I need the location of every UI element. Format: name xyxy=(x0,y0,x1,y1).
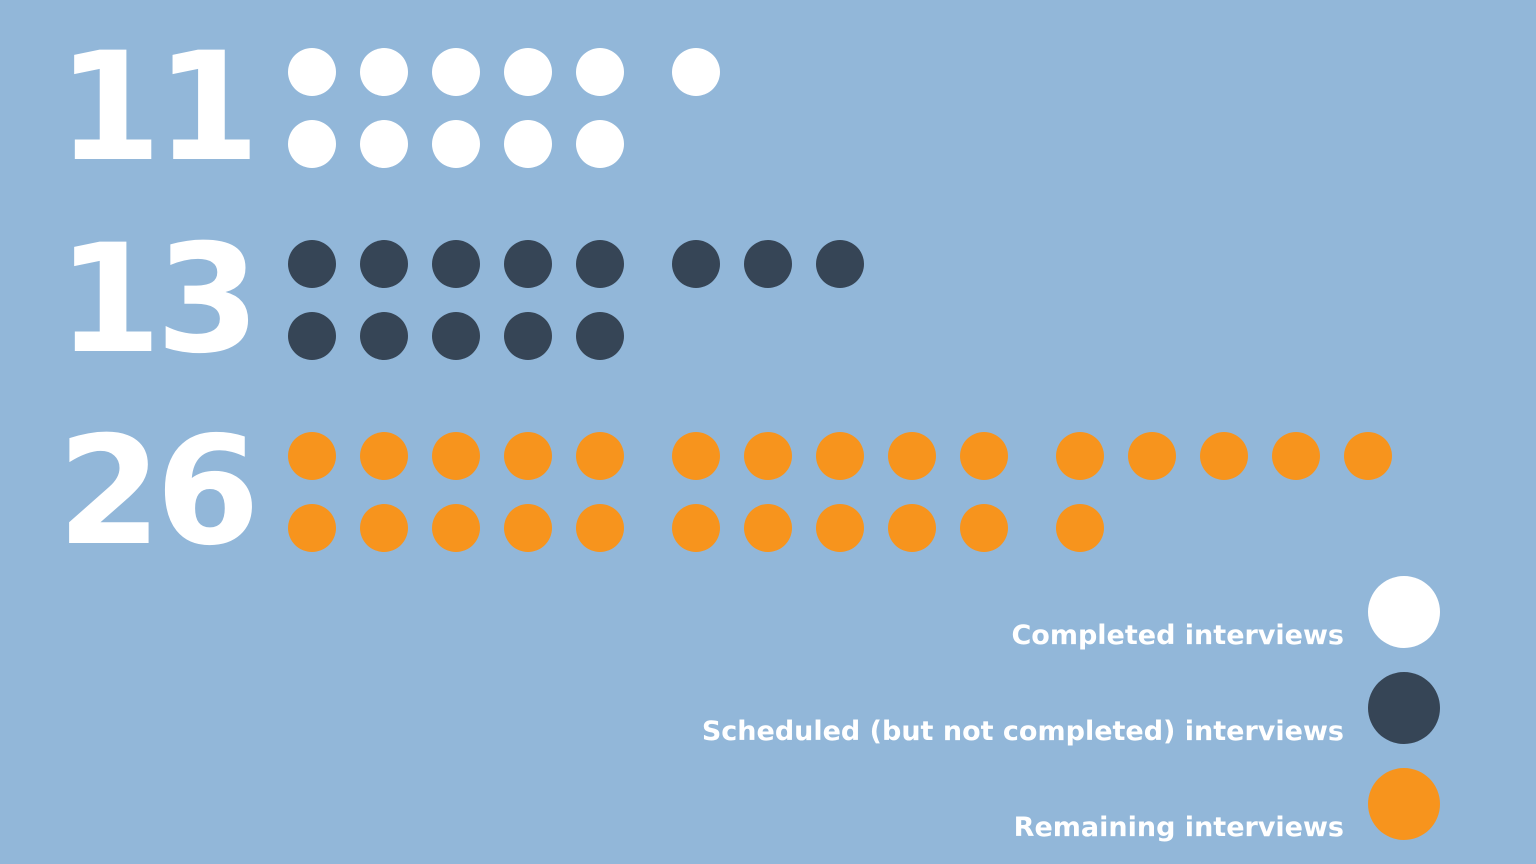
dot-scheduled-but-not-completed-interviews xyxy=(816,240,864,288)
legend-swatch-scheduled-but-not-completed-interviews xyxy=(1368,672,1440,744)
dot-remaining-interviews xyxy=(888,432,936,480)
dot-remaining-interviews xyxy=(1056,504,1104,552)
dot-scheduled-but-not-completed-interviews xyxy=(432,240,480,288)
dot-completed-interviews xyxy=(504,48,552,96)
legend-label-scheduled-but-not-completed-interviews: Scheduled (but not completed) interviews xyxy=(701,716,1344,747)
dot-remaining-interviews xyxy=(288,504,336,552)
dot-remaining-interviews xyxy=(960,504,1008,552)
dot-completed-interviews xyxy=(432,48,480,96)
dot-remaining-interviews xyxy=(504,504,552,552)
dot-completed-interviews xyxy=(288,120,336,168)
dot-scheduled-but-not-completed-interviews xyxy=(360,312,408,360)
dot-remaining-interviews xyxy=(672,504,720,552)
dot-remaining-interviews xyxy=(360,432,408,480)
dot-completed-interviews xyxy=(432,120,480,168)
dot-remaining-interviews xyxy=(504,432,552,480)
count-label-remaining-interviews: 26 xyxy=(57,405,260,579)
dot-scheduled-but-not-completed-interviews xyxy=(744,240,792,288)
dot-scheduled-but-not-completed-interviews xyxy=(504,312,552,360)
dot-remaining-interviews xyxy=(888,504,936,552)
dot-completed-interviews xyxy=(360,120,408,168)
dot-remaining-interviews xyxy=(744,504,792,552)
legend-label-completed-interviews: Completed interviews xyxy=(1011,620,1344,651)
legend-swatch-completed-interviews xyxy=(1368,576,1440,648)
dot-completed-interviews xyxy=(576,120,624,168)
dot-completed-interviews xyxy=(576,48,624,96)
dot-scheduled-but-not-completed-interviews xyxy=(288,312,336,360)
dot-remaining-interviews xyxy=(288,432,336,480)
dot-scheduled-but-not-completed-interviews xyxy=(432,312,480,360)
dot-remaining-interviews xyxy=(576,432,624,480)
dot-remaining-interviews xyxy=(1056,432,1104,480)
count-label-completed-interviews: 11 xyxy=(57,21,260,195)
dot-remaining-interviews xyxy=(816,504,864,552)
dot-remaining-interviews xyxy=(1200,432,1248,480)
dot-scheduled-but-not-completed-interviews xyxy=(576,312,624,360)
legend-swatch-remaining-interviews xyxy=(1368,768,1440,840)
dot-completed-interviews xyxy=(672,48,720,96)
dot-remaining-interviews xyxy=(432,504,480,552)
dot-remaining-interviews xyxy=(1344,432,1392,480)
dot-scheduled-but-not-completed-interviews xyxy=(288,240,336,288)
dot-scheduled-but-not-completed-interviews xyxy=(576,240,624,288)
legend-label-remaining-interviews: Remaining interviews xyxy=(1013,812,1344,843)
dot-scheduled-but-not-completed-interviews xyxy=(504,240,552,288)
dot-remaining-interviews xyxy=(960,432,1008,480)
dot-scheduled-but-not-completed-interviews xyxy=(672,240,720,288)
dot-remaining-interviews xyxy=(744,432,792,480)
dot-scheduled-but-not-completed-interviews xyxy=(360,240,408,288)
dot-remaining-interviews xyxy=(1272,432,1320,480)
dot-remaining-interviews xyxy=(360,504,408,552)
dot-completed-interviews xyxy=(360,48,408,96)
dot-remaining-interviews xyxy=(576,504,624,552)
dot-remaining-interviews xyxy=(432,432,480,480)
dot-remaining-interviews xyxy=(816,432,864,480)
dot-remaining-interviews xyxy=(672,432,720,480)
dot-completed-interviews xyxy=(288,48,336,96)
count-label-scheduled-but-not-completed-interviews: 13 xyxy=(57,213,260,387)
dot-remaining-interviews xyxy=(1128,432,1176,480)
dot-completed-interviews xyxy=(504,120,552,168)
